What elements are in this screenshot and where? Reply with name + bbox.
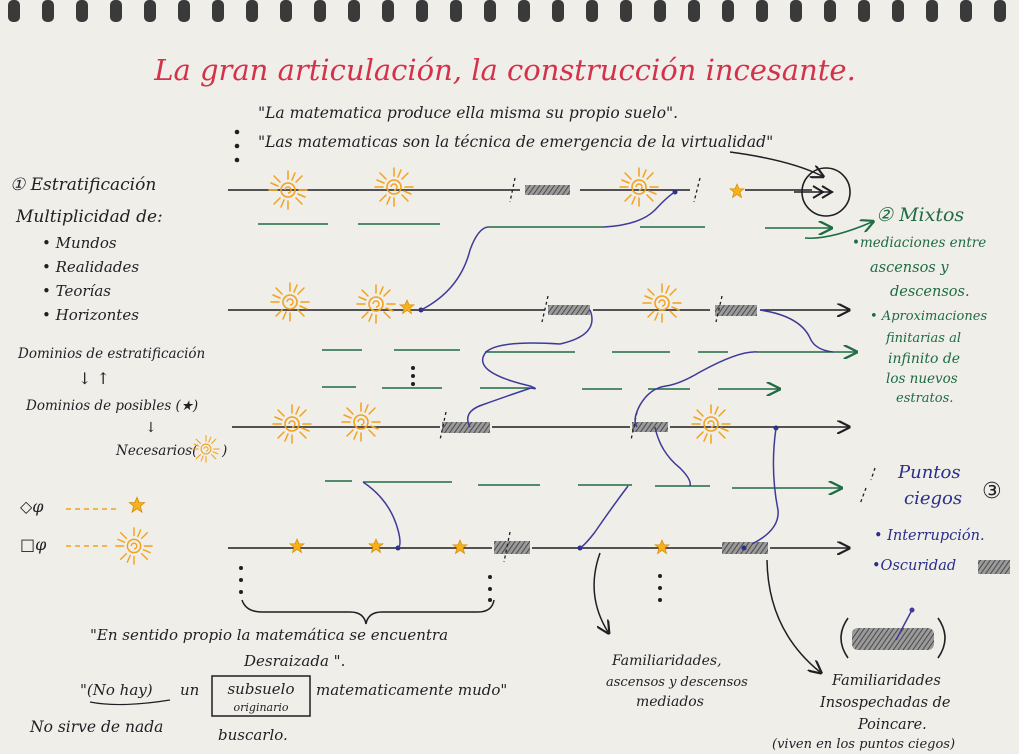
necesarios-sun-icon: [192, 435, 220, 463]
sun-icon: [341, 402, 381, 442]
curly-brace: [241, 599, 495, 625]
star-icon: [368, 538, 384, 553]
aprox-line-4: los nuevos: [886, 371, 958, 387]
puntos-ciegos-marks: [859, 467, 876, 505]
star-icon: [452, 539, 468, 554]
poincare-line-1: Familiaridades: [831, 673, 941, 689]
no-sirve: No sirve de nada: [29, 718, 163, 736]
no-hay: "(No hay): [80, 681, 153, 699]
puntos-ciegos-note: (viven en los puntos ciegos): [772, 737, 955, 752]
no-hay-underline: [89, 699, 171, 706]
oscuridad: •Oscuridad: [872, 558, 956, 574]
item-realidades: • Realidades: [42, 258, 139, 276]
matematicamente-mudo: matematicamente mudo": [316, 681, 507, 699]
quote-desraizada-line-2: Desraizada ".: [243, 652, 345, 670]
ellipsis-top: [234, 129, 240, 163]
sun-icon: [691, 404, 731, 444]
possible-star-icon: [128, 496, 146, 513]
item-horizontes: • Horizontes: [42, 306, 139, 324]
familiaridades-line-1: Familiaridades,: [611, 653, 722, 669]
aprox-line-2: finitarias al: [885, 331, 961, 346]
item-teorias: • Teorías: [42, 282, 111, 300]
quote-suelo: "La matematica produce ella misma su pro…: [258, 104, 678, 122]
mediation-curves: [362, 191, 834, 549]
sun-icon: [270, 282, 310, 322]
arrow-down-up: ↓ ↑: [78, 369, 110, 388]
mixtos-line-3: descensos.: [890, 284, 970, 300]
interrupcion: • Interrupción.: [874, 528, 985, 544]
necesarios-close: ): [221, 443, 227, 459]
quote-pointer-arrow: [729, 151, 822, 176]
necesarios-label: Necesarios(: [115, 443, 198, 459]
title: La gran articulación, la construcción in…: [153, 53, 856, 87]
section3-number: ③: [982, 479, 1002, 504]
subsuelo-box: [211, 675, 311, 717]
section2-mixtos: ② Mixtos: [876, 204, 964, 226]
quote-desraizada-line-1: "En sentido propio la matemática se encu…: [90, 626, 448, 644]
arrow-down-necesarios: ↓: [145, 420, 157, 436]
originario-word: originario: [234, 701, 289, 714]
necessary-sun-icon: [115, 527, 153, 565]
aprox-line-3: infinito de: [888, 351, 960, 367]
stratum-row-2: [228, 282, 848, 324]
star-icon: [654, 539, 670, 554]
puntos-ciegos-line-1: Puntos: [897, 462, 961, 483]
poincare-line-3: Poincare.: [857, 717, 927, 733]
stratum-row-4: [228, 531, 848, 563]
item-mundos: • Mundos: [42, 234, 117, 252]
puntos-ciegos-line-2: ciegos: [904, 488, 962, 509]
section1-estratificacion: ① Estratificación: [10, 175, 156, 195]
familiaridades-line-2: ascensos y descensos: [606, 675, 748, 690]
star-icon: [399, 299, 415, 314]
blind-spot-symbol: [840, 607, 946, 659]
oscuridad-shade: [978, 560, 1010, 574]
sun-icon: [272, 404, 312, 444]
green-segments-3: [325, 480, 840, 488]
arrow-to-familiaridades: [593, 552, 608, 632]
dominios-posibles: Dominios de posibles (★): [25, 398, 198, 414]
star-icon: [729, 183, 745, 198]
green-segments-2: [322, 350, 855, 389]
ellipsis-middle: [411, 366, 415, 386]
notebook-rings: [8, 0, 1006, 22]
multiplicidad-label: Multiplicidad de:: [15, 207, 163, 227]
sun-icon: [642, 283, 682, 323]
mixtos-line-2: ascensos y: [870, 260, 949, 276]
ellipsis-bottom: [239, 566, 662, 602]
un-word: un: [180, 681, 199, 699]
sun-icon: [374, 167, 414, 207]
stratum-row-3: [232, 402, 848, 444]
modal-necessary: □φ: [20, 535, 47, 554]
dominios-estratificacion: Dominios de estratificación: [17, 346, 205, 362]
star-icon: [289, 538, 305, 553]
buscarlo: buscarlo.: [218, 726, 288, 744]
sun-icon: [619, 167, 659, 207]
familiaridades-line-3: mediados: [636, 694, 704, 710]
green-arrow-to-mixtos: [804, 222, 872, 239]
mixtos-line-1: •mediaciones entre: [852, 235, 986, 251]
arrow-to-poincare: [766, 559, 820, 672]
green-segments-1: [258, 224, 830, 228]
quote-virtualidad: "Las matematicas son la técnica de emerg…: [258, 133, 773, 151]
poincare-line-2: Insospechadas de: [819, 695, 951, 711]
aprox-line-1: • Aproximaciones: [870, 309, 987, 324]
subsuelo-word: subsuelo: [227, 680, 294, 698]
aprox-line-5: estratos.: [896, 391, 953, 406]
stratum-row-1: [228, 167, 851, 217]
sun-icon: [356, 284, 396, 324]
modal-possible: ◇φ: [20, 497, 44, 516]
